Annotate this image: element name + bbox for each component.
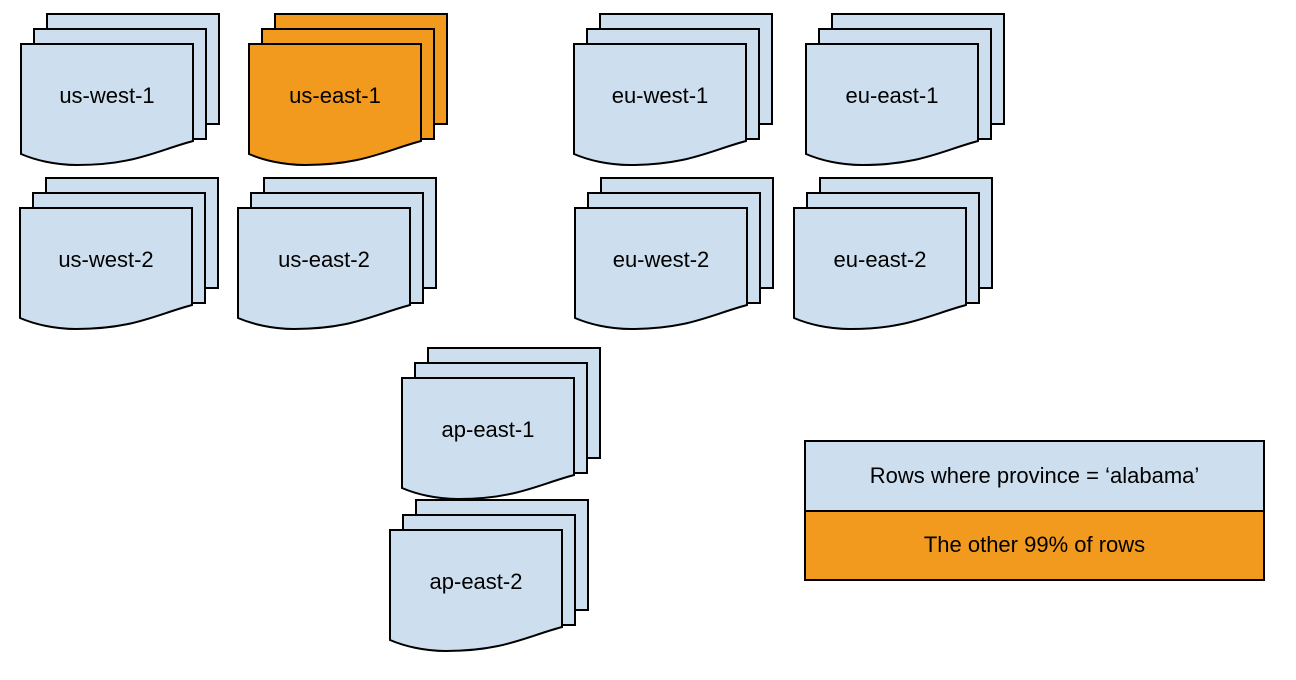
- region-stack-eu-west-2: eu-west-2: [574, 177, 775, 334]
- legend-item-label: The other 99% of rows: [923, 532, 1146, 558]
- legend-item-other-rows: The other 99% of rows: [806, 509, 1263, 579]
- legend: Rows where province = ‘alabama’ The othe…: [804, 440, 1265, 581]
- region-stack-us-west-1: us-west-1: [20, 13, 221, 170]
- document-stack-icon: [237, 177, 437, 330]
- region-stack-us-west-2: us-west-2: [19, 177, 220, 334]
- legend-item-label: Rows where province = ‘alabama’: [869, 462, 1200, 488]
- document-stack-icon: [20, 13, 220, 166]
- region-stack-ap-east-2: ap-east-2: [389, 499, 590, 656]
- document-stack-icon: [248, 13, 448, 166]
- document-stack-icon: [573, 13, 773, 166]
- document-stack-icon: [805, 13, 1005, 166]
- region-stack-eu-west-1: eu-west-1: [573, 13, 774, 170]
- document-stack-icon: [19, 177, 219, 330]
- document-stack-icon: [793, 177, 993, 330]
- document-stack-icon: [401, 347, 601, 500]
- region-stack-us-east-2: us-east-2: [237, 177, 438, 334]
- region-stack-ap-east-1: ap-east-1: [401, 347, 602, 504]
- region-stack-us-east-1: us-east-1: [248, 13, 449, 170]
- legend-item-alabama-rows: Rows where province = ‘alabama’: [806, 442, 1263, 510]
- document-stack-icon: [389, 499, 589, 652]
- document-stack-icon: [574, 177, 774, 330]
- region-stack-eu-east-1: eu-east-1: [805, 13, 1006, 170]
- region-stack-eu-east-2: eu-east-2: [793, 177, 994, 334]
